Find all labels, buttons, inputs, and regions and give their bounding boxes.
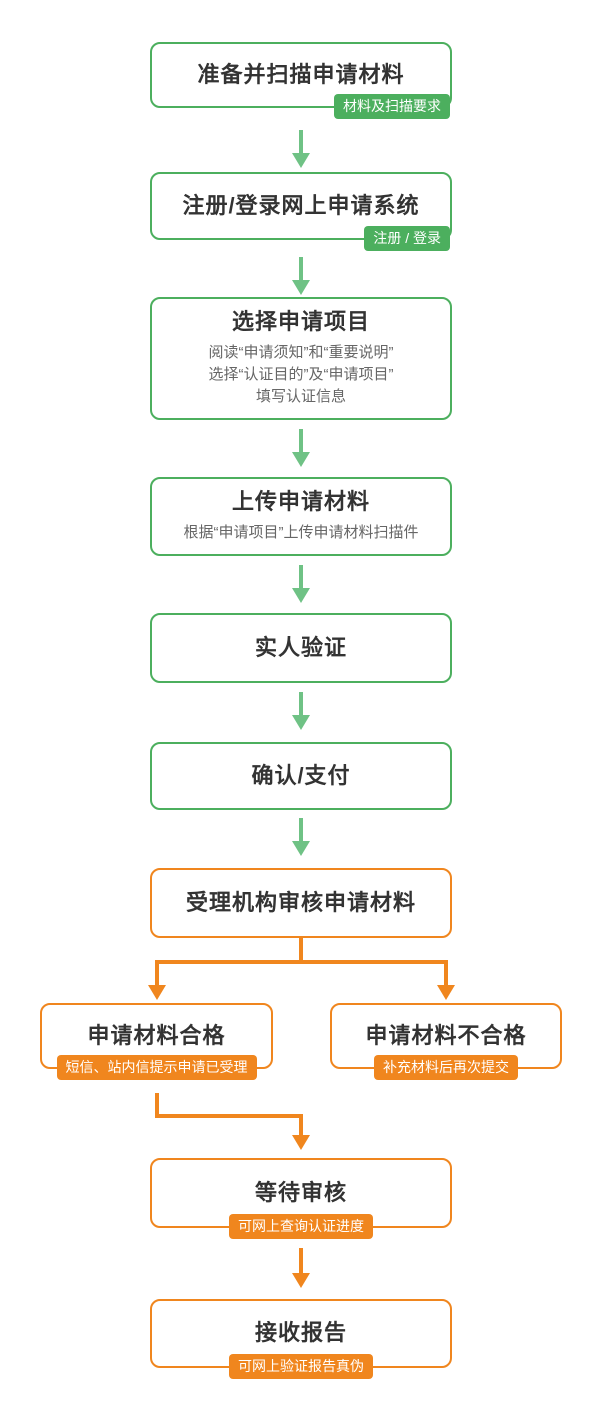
branch-pass-title: 申请材料合格 bbox=[87, 1022, 226, 1048]
register-login-tag[interactable]: 注册 / 登录 bbox=[364, 226, 450, 251]
down-arrow bbox=[292, 1248, 310, 1288]
arrow-head bbox=[292, 841, 310, 856]
arrow-shaft bbox=[299, 692, 303, 715]
arrow-shaft bbox=[444, 960, 448, 985]
pass-connector-vertical-line bbox=[155, 1093, 159, 1118]
arrow-shaft bbox=[299, 818, 303, 841]
progress-query-tag[interactable]: 可网上查询认证进度 bbox=[229, 1214, 373, 1239]
down-arrow bbox=[292, 130, 310, 168]
step-prepare-materials-title: 准备并扫描申请材料 bbox=[197, 61, 405, 87]
arrow-head bbox=[292, 1273, 310, 1288]
down-arrow bbox=[292, 692, 310, 730]
step-confirm-pay-title: 确认/支付 bbox=[251, 762, 351, 788]
step-wait-review-box: 等待审核 可网上查询认证进度 bbox=[150, 1158, 452, 1239]
down-arrow bbox=[292, 565, 310, 603]
arrow-head bbox=[148, 985, 166, 1000]
step-wait-review-title: 等待审核 bbox=[254, 1179, 347, 1205]
arrow-shaft bbox=[299, 565, 303, 588]
arrow-head bbox=[292, 452, 310, 467]
branch-fail-title: 申请材料不合格 bbox=[365, 1022, 527, 1048]
fail-notice-tag: 补充材料后再次提交 bbox=[374, 1055, 518, 1080]
arrow-head bbox=[292, 153, 310, 168]
arrow-head bbox=[292, 280, 310, 295]
step-register-login-title: 注册/登录网上申请系统 bbox=[182, 192, 420, 218]
arrow-head bbox=[292, 588, 310, 603]
arrow-shaft bbox=[155, 960, 159, 985]
arrow-head bbox=[292, 715, 310, 730]
step-receive-report-title: 接收报告 bbox=[254, 1320, 347, 1346]
step-select-project-box: 选择申请项目 阅读“申请须知”和“重要说明” 选择“认证目的”及“申请项目” 填… bbox=[150, 297, 452, 420]
step-select-project-title: 选择申请项目 bbox=[231, 309, 370, 335]
select-project-note-2: 选择“认证目的”及“申请项目” bbox=[208, 365, 394, 383]
step-upload-materials-box: 上传申请材料 根据“申请项目”上传申请材料扫描件 bbox=[150, 477, 452, 556]
step-identity-verification-box: 实人验证 bbox=[150, 613, 452, 683]
branch-horizontal-line bbox=[155, 960, 448, 964]
pass-notice-tag: 短信、站内信提示申请已受理 bbox=[56, 1055, 257, 1080]
materials-scan-requirements-tag[interactable]: 材料及扫描要求 bbox=[334, 94, 450, 119]
down-arrow bbox=[148, 960, 166, 1000]
step-register-login-box: 注册/登录网上申请系统 注册 / 登录 bbox=[150, 172, 452, 251]
down-arrow bbox=[292, 1114, 310, 1150]
step-receive-report-box: 接收报告 可网上验证报告真伪 bbox=[150, 1299, 452, 1379]
down-arrow bbox=[437, 960, 455, 1000]
arrow-shaft bbox=[299, 1114, 303, 1135]
branch-pass-box: 申请材料合格 短信、站内信提示申请已受理 bbox=[40, 1003, 273, 1080]
branch-fail-box: 申请材料不合格 补充材料后再次提交 bbox=[330, 1003, 562, 1080]
step-confirm-pay-box: 确认/支付 bbox=[150, 742, 452, 810]
branch-stub-line bbox=[299, 936, 303, 964]
arrow-shaft bbox=[299, 1248, 303, 1273]
step-agency-review-title: 受理机构审核申请材料 bbox=[185, 889, 416, 915]
down-arrow bbox=[292, 257, 310, 295]
step-prepare-materials-box: 准备并扫描申请材料 材料及扫描要求 bbox=[150, 42, 452, 119]
report-verify-tag[interactable]: 可网上验证报告真伪 bbox=[229, 1354, 373, 1379]
down-arrow bbox=[292, 429, 310, 467]
step-upload-materials-title: 上传申请材料 bbox=[231, 489, 370, 515]
select-project-note-3: 填写认证信息 bbox=[255, 387, 346, 405]
upload-materials-note: 根据“申请项目”上传申请材料扫描件 bbox=[183, 523, 419, 541]
step-identity-verification-title: 实人验证 bbox=[254, 634, 347, 660]
step-agency-review-box: 受理机构审核申请材料 bbox=[150, 868, 452, 938]
pass-connector-horizontal-line bbox=[155, 1114, 303, 1118]
select-project-note-1: 阅读“申请须知”和“重要说明” bbox=[208, 343, 394, 361]
arrow-shaft bbox=[299, 130, 303, 153]
arrow-head bbox=[292, 1135, 310, 1150]
arrow-shaft bbox=[299, 429, 303, 452]
arrow-head bbox=[437, 985, 455, 1000]
arrow-shaft bbox=[299, 257, 303, 280]
down-arrow bbox=[292, 818, 310, 856]
